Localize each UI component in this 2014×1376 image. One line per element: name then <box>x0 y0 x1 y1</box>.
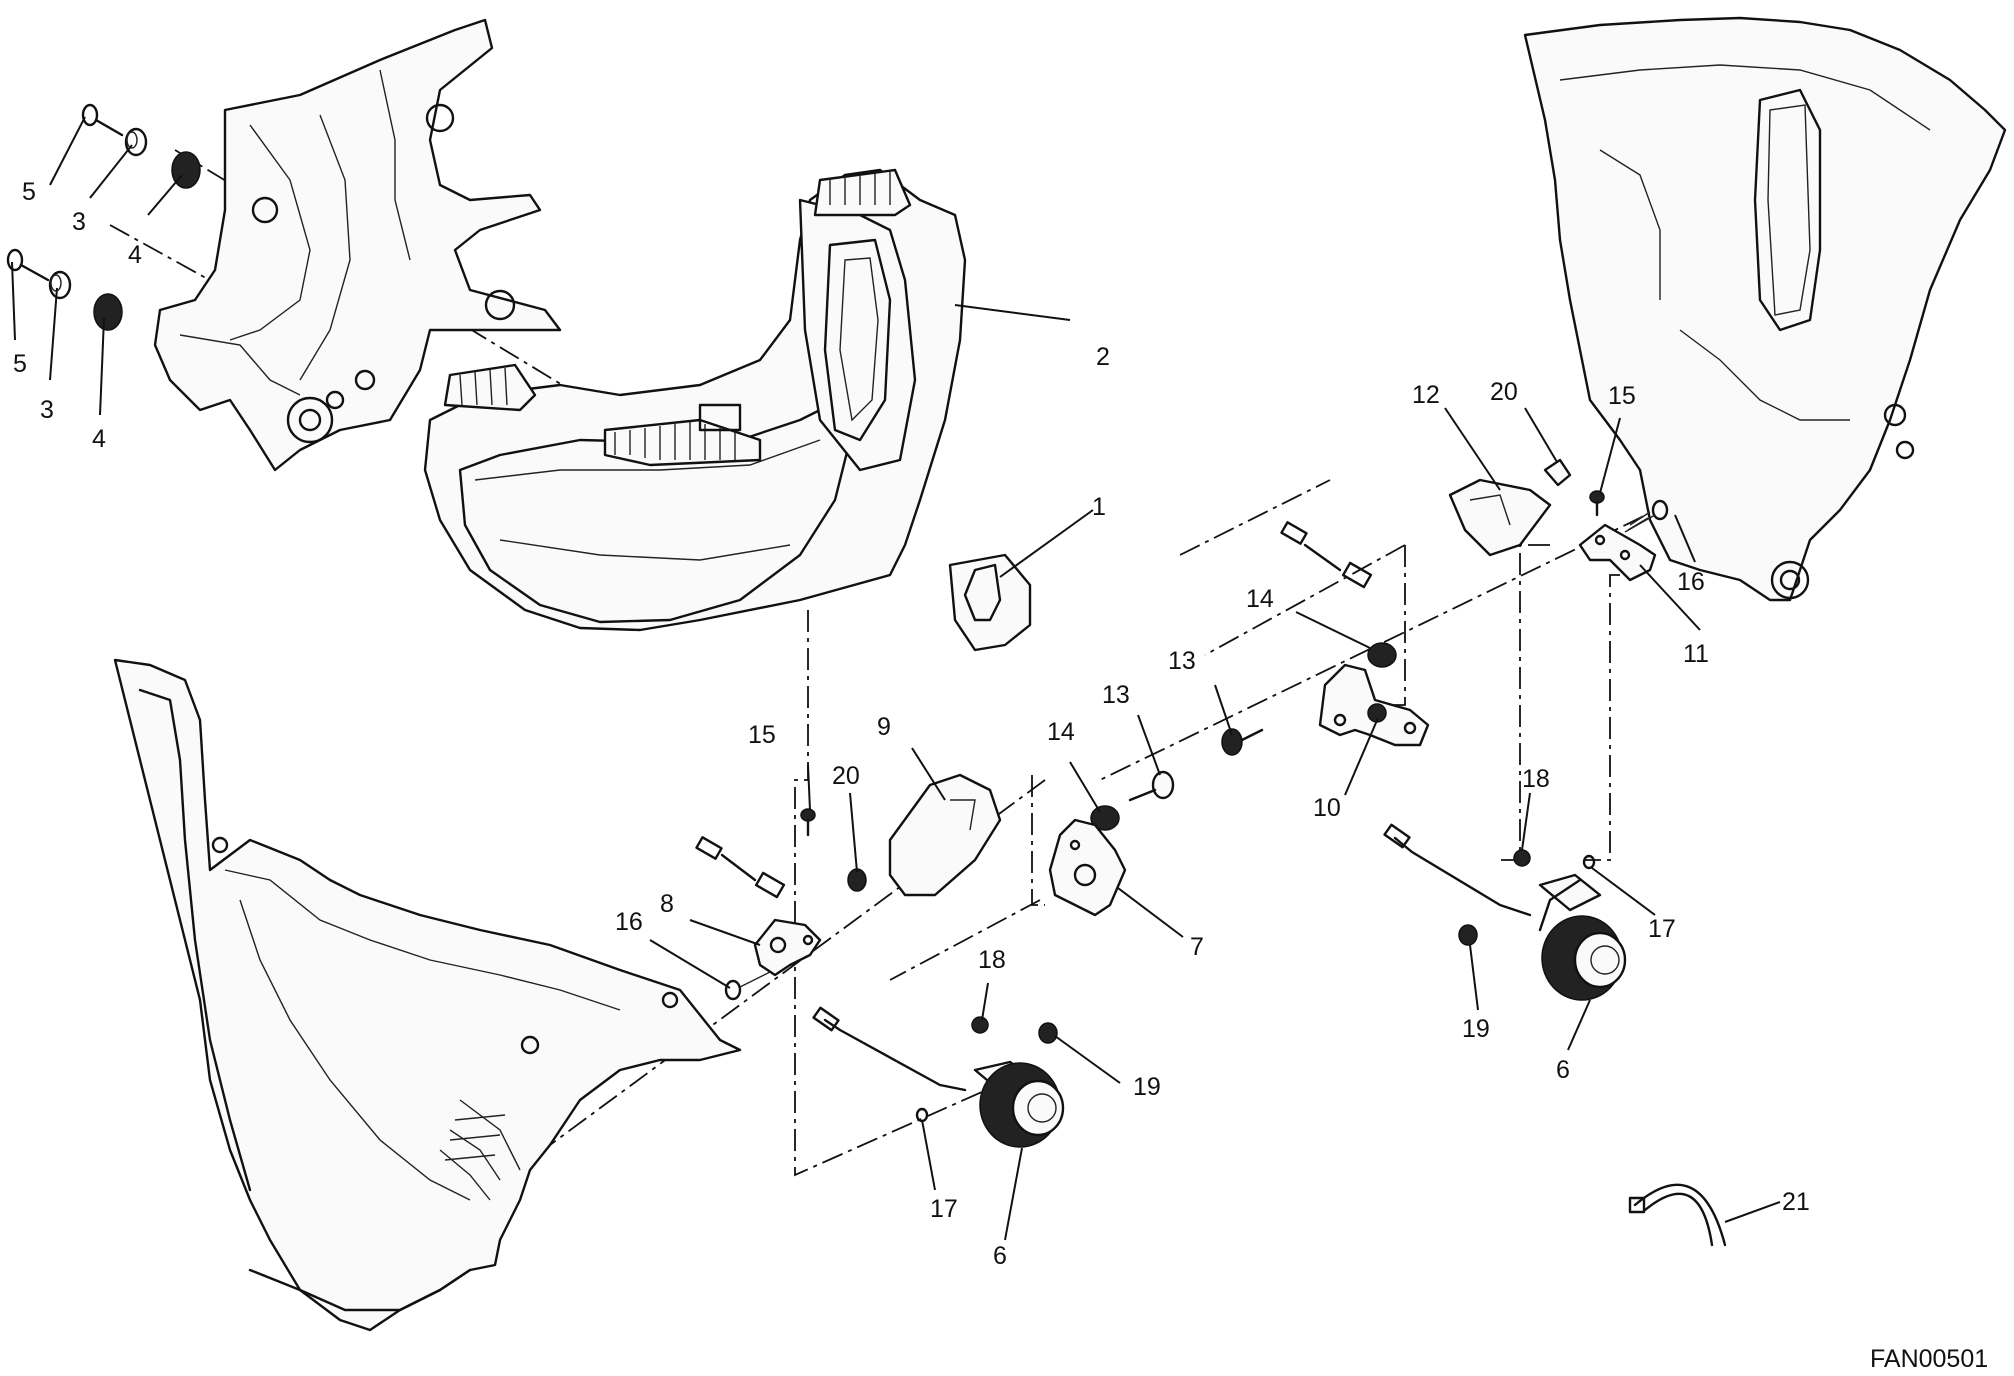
headlight-assembly <box>423 168 967 632</box>
washer-part-17-right <box>1582 854 1596 870</box>
callout-10: 10 <box>1313 794 1341 822</box>
callout-12: 12 <box>1412 381 1440 409</box>
connector-upper <box>1280 521 1373 589</box>
callout-6-lower: 6 <box>993 1242 1007 1270</box>
fastener-stack-lower <box>6 248 123 331</box>
callout-19-upper: 19 <box>1462 1015 1490 1043</box>
bracket-part-8 <box>753 918 822 977</box>
callout-11: 11 <box>1683 640 1709 668</box>
callout-13-lower: 13 <box>1102 681 1130 709</box>
leader-lines <box>11 116 1781 1241</box>
screw-part-13-upper <box>1221 728 1264 756</box>
cover-plate-part-12 <box>1448 478 1552 557</box>
washer-part-17-left <box>915 1107 929 1123</box>
callout-5-lower: 5 <box>13 350 27 378</box>
drawing-code: FAN00501 <box>1870 1345 1988 1373</box>
screw-part-16-upper <box>1624 499 1669 533</box>
upper-right-fairing-frame <box>1523 16 2007 602</box>
rubber-plug-part-20-upper <box>1543 458 1572 487</box>
nut-part-19-left <box>1038 1022 1058 1044</box>
callout-3-upper: 3 <box>72 208 86 236</box>
callout-14-upper: 14 <box>1246 585 1274 613</box>
bracket-part-7 <box>1048 818 1127 917</box>
cable-tie-part-21 <box>1628 1183 1727 1247</box>
callout-4-lower: 4 <box>92 425 106 453</box>
callout-16-lower: 16 <box>615 908 643 936</box>
bracket-part-10 <box>1318 663 1430 747</box>
callout-8: 8 <box>660 890 674 918</box>
callout-19-lower: 19 <box>1133 1073 1161 1101</box>
callout-20-upper: 20 <box>1490 378 1518 406</box>
connector-lower <box>695 836 786 899</box>
screw-part-13-lower <box>1128 770 1175 802</box>
spacer-part-14-lower <box>1090 805 1120 831</box>
callout-17-upper: 17 <box>1648 915 1676 943</box>
screw-part-15-lower <box>800 808 816 837</box>
rubber-cover-part <box>948 553 1032 652</box>
callout-2: 2 <box>1096 343 1110 371</box>
callout-6-upper: 6 <box>1556 1056 1570 1084</box>
callout-13-upper: 13 <box>1168 647 1196 675</box>
screw-part-15-upper <box>1589 490 1605 517</box>
callout-4-upper: 4 <box>128 241 142 269</box>
callout-3-lower: 3 <box>40 396 54 424</box>
callout-16-upper: 16 <box>1677 568 1705 596</box>
rubber-plug-part-20-lower <box>847 868 867 892</box>
callout-labels: 1 2 5 3 4 5 3 4 12 20 15 16 11 14 13 10 … <box>13 178 1810 1270</box>
fog-light-right <box>1383 823 1627 1001</box>
callout-7: 7 <box>1190 933 1204 961</box>
callout-15-upper: 15 <box>1608 382 1636 410</box>
callout-18-lower: 18 <box>978 946 1006 974</box>
callout-17-lower: 17 <box>930 1195 958 1223</box>
callout-1: 1 <box>1092 493 1106 521</box>
washer-part-18-right <box>1513 849 1531 867</box>
fog-light-left <box>812 1006 1065 1148</box>
callout-20-lower: 20 <box>832 762 860 790</box>
lower-left-frame <box>113 658 742 1332</box>
cover-part-9 <box>888 773 1002 897</box>
callout-18-upper: 18 <box>1522 765 1550 793</box>
nut-part-19-right <box>1458 924 1478 946</box>
spacer-part-14-upper <box>1367 642 1397 668</box>
screw-part-16-lower <box>724 971 771 1001</box>
washer-part-18-left <box>971 1016 989 1034</box>
callout-21: 21 <box>1782 1188 1810 1216</box>
mounting-bracket-part-11 <box>1578 523 1657 582</box>
callout-9: 9 <box>877 713 891 741</box>
callout-14-lower: 14 <box>1047 718 1075 746</box>
callout-15-lower: 15 <box>748 721 776 749</box>
headlight-support-bracket <box>153 18 562 472</box>
callout-5-upper: 5 <box>22 178 36 206</box>
